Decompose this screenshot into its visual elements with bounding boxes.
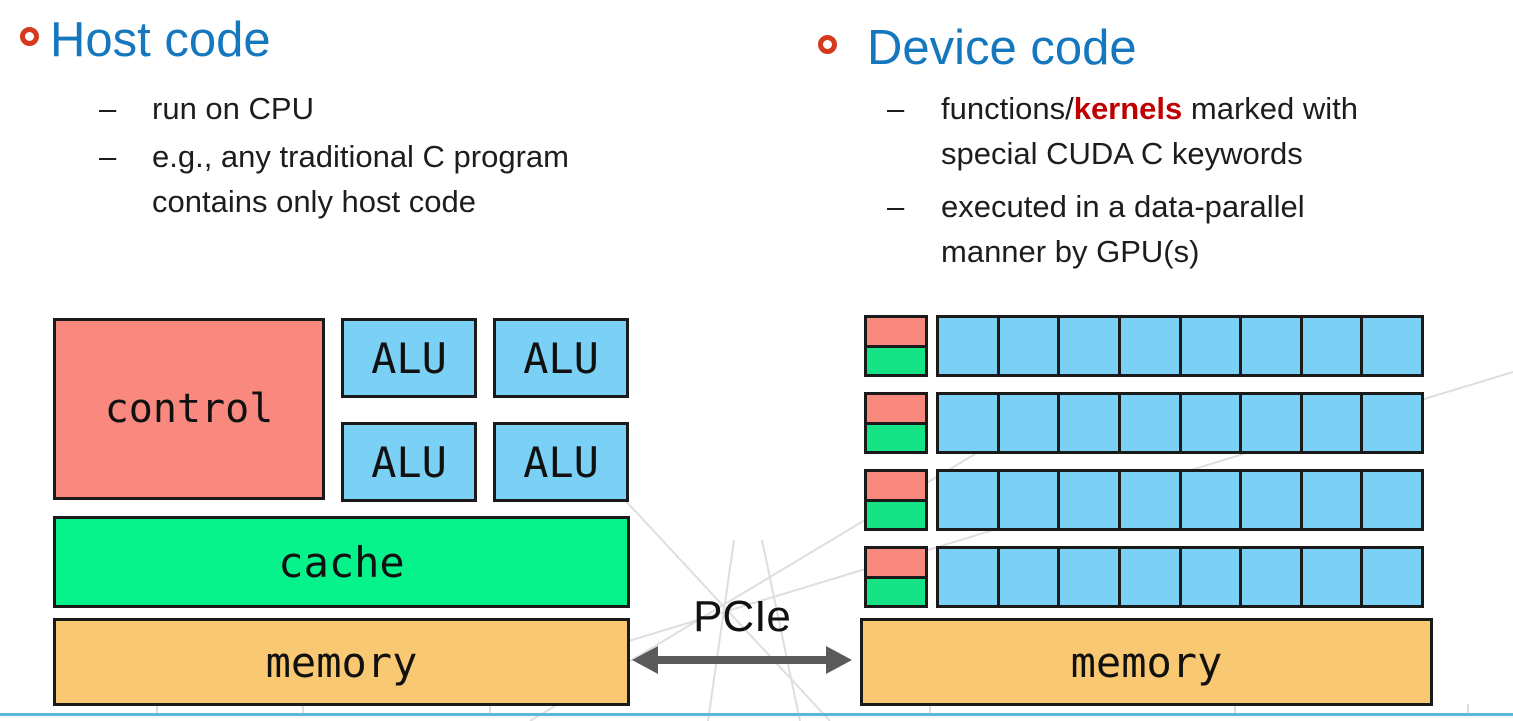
gpu-alu-cell (1299, 395, 1361, 451)
gpu-alu-cell (1239, 549, 1300, 605)
host-bullet-list: – run on CPU – e.g., any traditional C p… (99, 86, 569, 224)
device-bullet-icon (818, 35, 837, 54)
gpu-alu-cell (996, 549, 1058, 605)
gpu-control-cache-stack (864, 469, 928, 531)
gpu-alu-cell (1178, 318, 1240, 374)
gpu-alu-cell (1057, 395, 1118, 451)
gpu-alu-cell (1360, 395, 1421, 451)
gpu-control-cache-stack (864, 392, 928, 454)
gpu-alu-cell (996, 472, 1058, 528)
gpu-row (864, 546, 1424, 608)
device-heading: Device code (867, 21, 1137, 75)
arrow-shaft (648, 656, 836, 664)
gpu-control-cache-stack (864, 315, 928, 377)
cpu-cache-box: cache (53, 516, 630, 608)
gpu-memory-box: memory (860, 618, 1433, 706)
gpu-control-block (867, 395, 925, 422)
gpu-control-block (867, 549, 925, 576)
gpu-alu-cell (1360, 472, 1421, 528)
gpu-alu-row (936, 315, 1424, 377)
gpu-core-grid (864, 315, 1424, 608)
gpu-alu-row (936, 469, 1424, 531)
gpu-alu-row (936, 546, 1424, 608)
kernels-emphasis: kernels (1073, 91, 1183, 126)
list-item: – run on CPU (99, 86, 569, 131)
host-bullet-icon (20, 27, 39, 46)
gpu-alu-cell (1178, 472, 1240, 528)
gpu-row (864, 315, 1424, 377)
gpu-alu-cell (1117, 318, 1179, 374)
gpu-alu-cell (1117, 472, 1179, 528)
device-item-1-text: functions/kernels marked with special CU… (941, 86, 1358, 176)
host-item-1-text: run on CPU (152, 91, 314, 126)
device-item-2-text: executed in a data-parallel manner by GP… (941, 189, 1305, 269)
gpu-cache-block (867, 344, 925, 374)
device-item-1-prefix: functions/ (941, 91, 1074, 126)
gpu-alu-cell (1239, 472, 1300, 528)
pcie-arrow (632, 646, 852, 674)
gpu-alu-cell (1057, 549, 1118, 605)
cpu-control-box: control (53, 318, 325, 500)
gpu-row (864, 469, 1424, 531)
dash-marker: – (887, 91, 905, 126)
cpu-alu-box: ALU (493, 318, 629, 398)
dash-marker: – (99, 91, 117, 126)
gpu-alu-row (936, 392, 1424, 454)
gpu-control-block (867, 318, 925, 345)
gpu-alu-cell (1299, 318, 1361, 374)
gpu-alu-cell (1360, 549, 1421, 605)
gpu-alu-cell (1299, 472, 1361, 528)
gpu-cache-block (867, 498, 925, 528)
gpu-alu-cell (1178, 549, 1240, 605)
gpu-alu-cell (1360, 318, 1421, 374)
list-item: – e.g., any traditional C program contai… (99, 134, 569, 224)
gpu-alu-cell (1117, 395, 1179, 451)
host-item-2-text: e.g., any traditional C program contains… (152, 139, 569, 219)
cpu-alu-box: ALU (341, 318, 477, 398)
device-item-1-suffix: marked with special CUDA C keywords (941, 91, 1359, 171)
gpu-alu-cell (996, 318, 1058, 374)
dash-marker: – (887, 189, 905, 224)
gpu-control-cache-stack (864, 546, 928, 608)
list-item: – executed in a data-parallel manner by … (887, 184, 1358, 274)
cpu-memory-box: memory (53, 618, 630, 706)
gpu-alu-cell (1057, 318, 1118, 374)
gpu-alu-cell (1057, 472, 1118, 528)
gpu-cache-block (867, 421, 925, 451)
list-item: – functions/kernels marked with special … (887, 86, 1358, 176)
gpu-alu-cell (996, 395, 1058, 451)
gpu-alu-cell (939, 395, 997, 451)
gpu-row (864, 392, 1424, 454)
bottom-accent-line (0, 713, 1513, 716)
dash-marker: – (99, 139, 117, 174)
cpu-alu-box: ALU (493, 422, 629, 502)
pcie-label: PCIe (693, 592, 791, 641)
gpu-alu-cell (939, 472, 997, 528)
arrow-right-head (826, 646, 852, 674)
gpu-alu-cell (1117, 549, 1179, 605)
gpu-alu-cell (939, 549, 997, 605)
gpu-alu-cell (1299, 549, 1361, 605)
gpu-alu-cell (1239, 395, 1300, 451)
cpu-alu-box: ALU (341, 422, 477, 502)
gpu-control-block (867, 472, 925, 499)
gpu-alu-cell (939, 318, 997, 374)
host-heading: Host code (50, 13, 271, 67)
gpu-alu-cell (1239, 318, 1300, 374)
gpu-alu-cell (1178, 395, 1240, 451)
gpu-cache-block (867, 575, 925, 605)
device-bullet-list: – functions/kernels marked with special … (887, 86, 1358, 274)
